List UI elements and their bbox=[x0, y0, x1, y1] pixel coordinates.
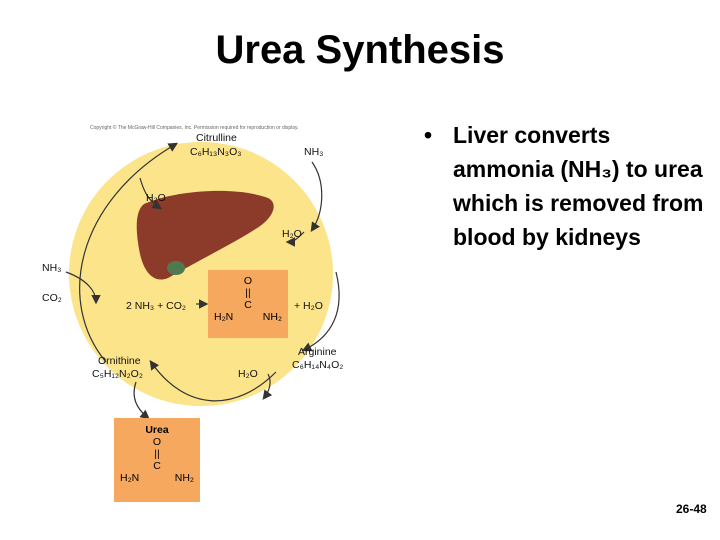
urea-product-box bbox=[114, 418, 200, 502]
arrow-ornithine-to-citrulline bbox=[79, 142, 179, 363]
ornithine-formula: C₅H₁₂N₂O₂ bbox=[92, 368, 143, 380]
citrulline-name: Citrulline bbox=[196, 132, 237, 144]
arrow-nh3-co2-in bbox=[65, 271, 101, 305]
nh3-top-right-label: NH₃ bbox=[304, 146, 324, 158]
page-number: 26-48 bbox=[676, 502, 707, 516]
reactants-label: 2 NH₃ + CO₂ bbox=[126, 300, 186, 312]
arrow-h2o-right bbox=[285, 231, 305, 247]
product-nh2: NH₂ bbox=[174, 472, 194, 484]
slide-title: Urea Synthesis bbox=[215, 28, 505, 72]
urea-nh2: NH₂ bbox=[262, 311, 282, 323]
plus-water-label: + H₂O bbox=[294, 300, 323, 312]
urea-structure-product: Urea O || C H₂N NH₂ bbox=[114, 424, 200, 484]
urea-h2n: H₂N bbox=[214, 311, 234, 323]
bullet-text: Liver converts ammonia (NH₃) to urea whi… bbox=[453, 122, 704, 250]
arrow-h2o-left bbox=[139, 177, 162, 210]
product-o-atom: O bbox=[152, 436, 162, 448]
urea-double-bond: || bbox=[245, 287, 251, 299]
product-double-bond: || bbox=[154, 448, 160, 460]
product-h2n: H₂N bbox=[120, 472, 140, 484]
urea-structure-center: O || C H₂N NH₂ bbox=[208, 275, 288, 323]
bullet-dot: • bbox=[424, 122, 433, 148]
cycle-diagram bbox=[65, 142, 340, 420]
arrow-nh3-in bbox=[310, 161, 323, 232]
nh3-left-label: NH₃ bbox=[42, 262, 62, 274]
gallbladder-shape bbox=[167, 261, 185, 275]
citrulline-formula: C₆H₁₃N₃O₃ bbox=[190, 146, 242, 158]
arrow-h2o-bottom bbox=[262, 373, 273, 400]
arginine-name: Arginine bbox=[298, 346, 337, 358]
h2o-bottom-label: H₂O bbox=[238, 368, 258, 380]
arrow-arginine-to-ornithine bbox=[149, 360, 277, 402]
h2o-right-label: H₂O bbox=[282, 228, 302, 240]
arginine-formula: C₆H₁₄N₄O₂ bbox=[292, 359, 344, 371]
arrow-citrulline-to-arginine bbox=[301, 271, 340, 352]
liver-shape bbox=[136, 190, 274, 280]
urea-center-box bbox=[208, 270, 288, 338]
arrow-urea-out bbox=[133, 381, 150, 420]
urea-cycle-figure: Copyright © The McGraw-Hill Companies, I… bbox=[36, 112, 376, 512]
urea-o-atom: O bbox=[243, 275, 253, 287]
urea-c-atom: C bbox=[244, 299, 252, 311]
copyright-notice: Copyright © The McGraw-Hill Companies, I… bbox=[90, 125, 299, 131]
urea-label: Urea bbox=[145, 424, 169, 436]
h2o-left-label: H₂O bbox=[146, 192, 166, 204]
co2-left-label: CO₂ bbox=[42, 292, 62, 304]
product-c-atom: C bbox=[153, 460, 161, 472]
ornithine-name: Ornithine bbox=[98, 355, 141, 367]
